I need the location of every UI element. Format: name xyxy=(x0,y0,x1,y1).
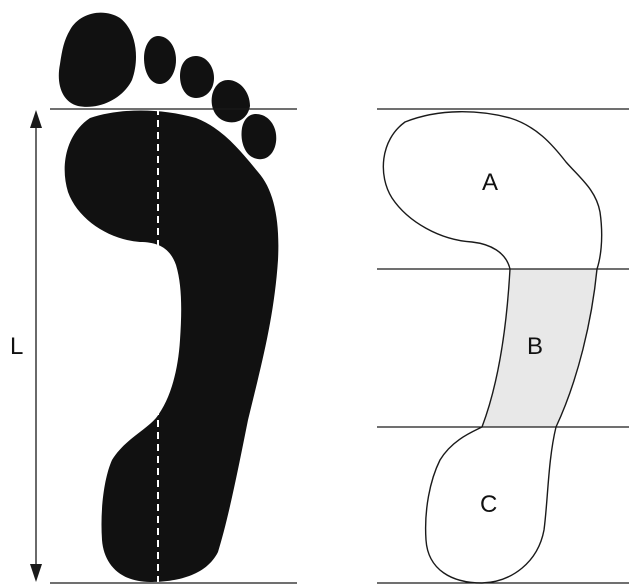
arrow-head-up xyxy=(30,110,42,128)
length-label: L xyxy=(10,333,23,360)
little-toe-print xyxy=(242,114,277,159)
region-c-label: C xyxy=(480,491,497,518)
fourth-toe-print xyxy=(212,80,250,122)
footprint xyxy=(59,13,279,582)
region-b-label: B xyxy=(527,333,543,360)
sole-print xyxy=(65,111,279,583)
second-toe-print xyxy=(144,36,176,84)
region-a-label: A xyxy=(482,169,498,196)
arrow-head-down xyxy=(30,564,42,582)
big-toe-print xyxy=(59,13,136,107)
third-toe-print xyxy=(180,56,214,98)
